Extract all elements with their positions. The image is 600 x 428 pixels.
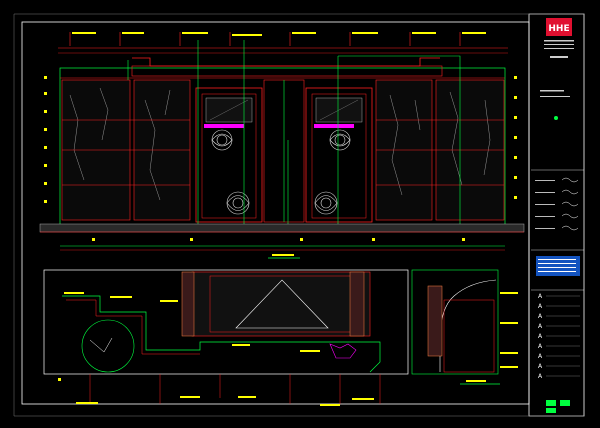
revision-mark: A [538, 303, 543, 310]
section-detail-right [411, 269, 518, 385]
revision-mark: A [538, 373, 543, 380]
revision-mark: A [538, 353, 543, 360]
brand-logo-mark: HHE [548, 24, 569, 34]
brand-logo [546, 18, 572, 36]
elevation-view [39, 32, 525, 259]
revision-mark: A [538, 363, 543, 370]
revision-mark: A [538, 343, 543, 350]
revision-mark: A [538, 323, 543, 330]
revision-mark: A [538, 313, 543, 320]
revision-mark: A [538, 293, 543, 300]
revision-mark: A [538, 333, 543, 340]
section-detail-left [43, 269, 409, 406]
